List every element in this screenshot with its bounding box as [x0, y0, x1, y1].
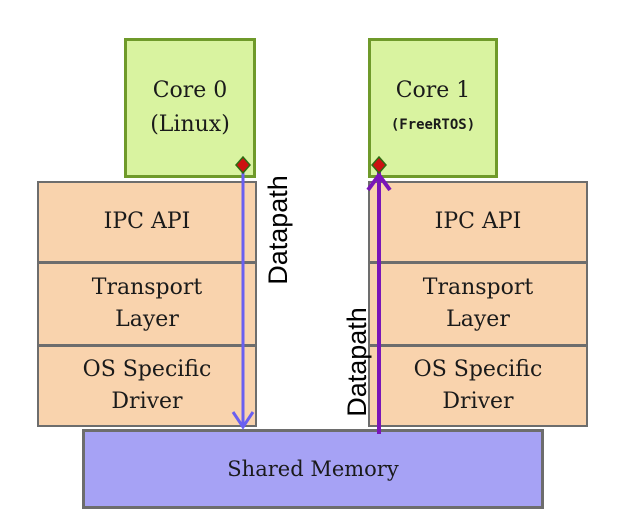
- left-os-driver-layer: OS Specific Driver: [37, 345, 257, 427]
- right-transport-label-line2: Layer: [446, 307, 510, 332]
- datapath-label-right: Datapath: [342, 307, 372, 417]
- right-ipc-api-layer: IPC API: [368, 181, 588, 263]
- core-0-box: Core 0 (Linux): [124, 38, 256, 178]
- right-ipc-api-label: IPC API: [434, 209, 522, 234]
- core-1-title: Core 1: [395, 78, 471, 103]
- left-driver-label-line1: OS Specific: [82, 357, 212, 382]
- right-driver-label-line2: Driver: [442, 389, 514, 414]
- datapath-arrow-down-head: [231, 411, 255, 430]
- right-driver-label-line1: OS Specific: [413, 357, 543, 382]
- core-0-title: Core 0: [152, 78, 228, 103]
- left-marker-icon: [235, 155, 251, 175]
- shared-memory-label: Shared Memory: [227, 457, 399, 481]
- datapath-label-left: Datapath: [263, 175, 293, 285]
- core-1-box: Core 1 (FreeRTOS): [368, 38, 498, 178]
- datapath-arrow-up-head: [366, 171, 392, 192]
- left-ipc-api-label: IPC API: [103, 209, 191, 234]
- core-1-subtitle: (FreeRTOS): [390, 117, 476, 133]
- left-transport-label-line2: Layer: [115, 307, 179, 332]
- shared-memory-box: Shared Memory: [82, 429, 544, 509]
- right-os-driver-layer: OS Specific Driver: [368, 345, 588, 427]
- core-0-subtitle: (Linux): [150, 112, 230, 137]
- right-marker-icon: [371, 155, 387, 175]
- right-transport-label-line1: Transport: [422, 275, 534, 300]
- left-transport-label-line1: Transport: [91, 275, 203, 300]
- right-transport-layer: Transport Layer: [368, 262, 588, 346]
- left-driver-label-line2: Driver: [111, 389, 183, 414]
